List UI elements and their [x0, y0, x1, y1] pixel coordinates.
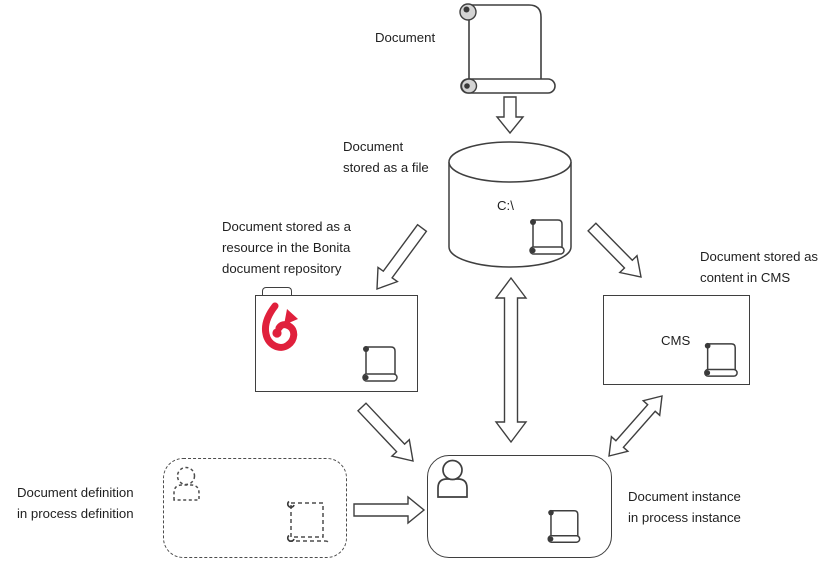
label-cms: CMS — [661, 333, 691, 348]
bonita-folder-tab — [262, 287, 292, 297]
bonita-scroll-icon — [359, 346, 399, 385]
file-scroll-icon — [526, 219, 566, 257]
label-stored-in-bonita: Document stored as a resource in the Bon… — [222, 219, 352, 276]
cms-box — [603, 295, 750, 385]
person-icon — [437, 459, 468, 498]
process-scroll-icon — [544, 509, 582, 545]
arrow-file-process-bidirectional — [494, 276, 528, 444]
arrow-bonita-to-process — [357, 402, 414, 462]
label-document-definition: Document definition in process definitio… — [17, 485, 134, 521]
bonita-logo-icon — [262, 302, 298, 351]
label-document-instance: Document instance in process instance — [628, 489, 741, 525]
arrow-file-to-cms — [587, 222, 642, 278]
arrow-definition-to-instance — [353, 495, 426, 525]
arrow-cms-process-bidirectional — [608, 395, 663, 457]
scroll-dashed-icon — [286, 500, 330, 545]
file-system-cylinder-icon — [448, 141, 572, 269]
label-stored-in-cms: Document stored as content in CMS — [700, 249, 819, 285]
cms-scroll-icon — [701, 342, 739, 379]
person-dashed-icon — [173, 466, 200, 501]
document-scroll-icon — [455, 2, 557, 95]
arrow-file-to-bonita — [376, 223, 428, 291]
label-stored-as-file: Document stored as a file — [343, 139, 429, 175]
label-document: Document — [375, 30, 436, 45]
label-c-drive: C:\ — [497, 198, 514, 213]
arrow-document-to-file — [495, 96, 525, 135]
